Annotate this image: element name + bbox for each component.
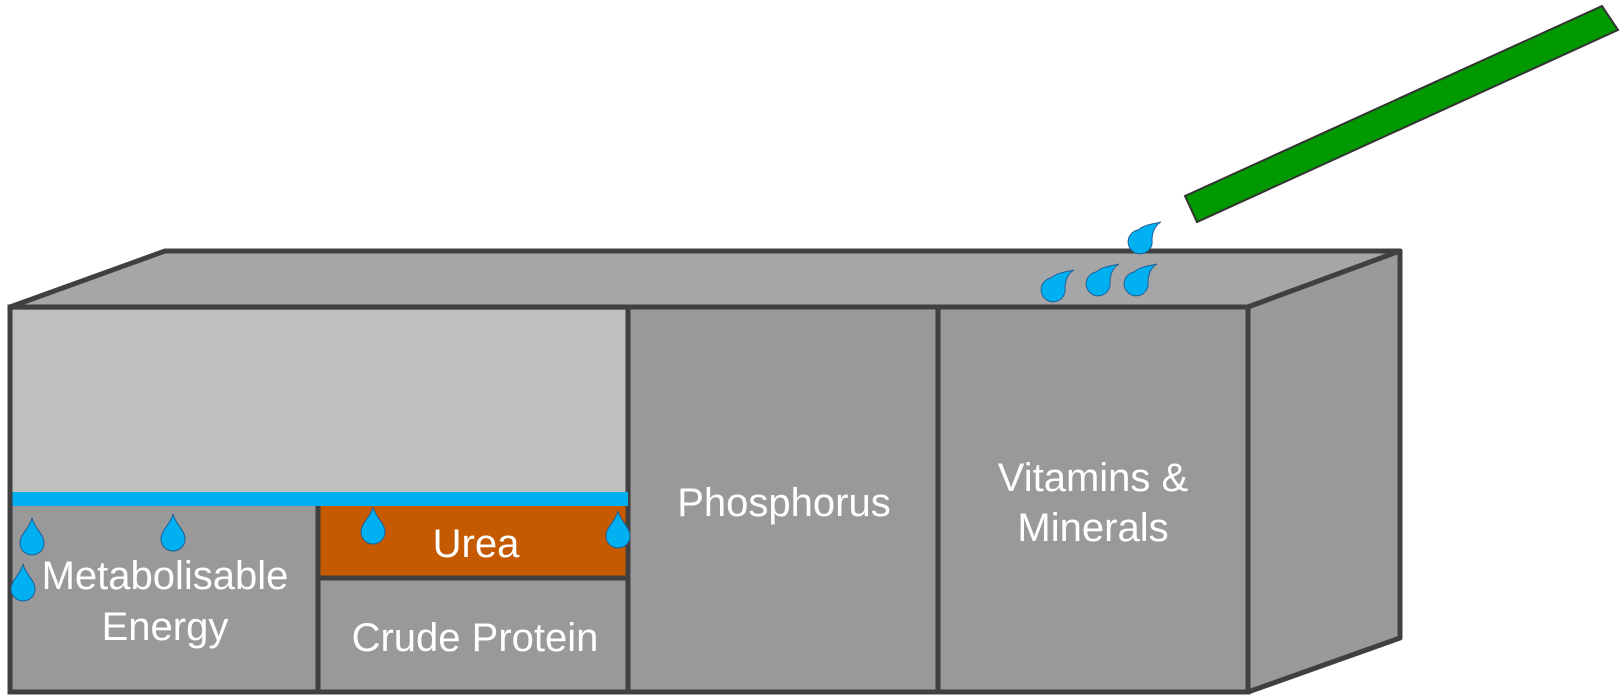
metabolisable-energy-label-line1: Metabolisable bbox=[42, 554, 289, 598]
tank-top-face bbox=[10, 251, 1400, 307]
hose-icon bbox=[1185, 6, 1618, 222]
empty-space bbox=[12, 310, 628, 497]
crude-protein-label: Crude Protein bbox=[352, 616, 599, 660]
urea-label: Urea bbox=[433, 522, 520, 566]
metabolisable-energy-label-line2: Energy bbox=[102, 605, 229, 649]
tank-side-face bbox=[1248, 251, 1400, 692]
water-level-line bbox=[12, 492, 628, 506]
vitamins-minerals-label-line1: Vitamins & bbox=[998, 456, 1189, 500]
phosphorus-label: Phosphorus bbox=[677, 481, 890, 525]
vitamins-minerals-label-line2: Minerals bbox=[1017, 506, 1168, 550]
